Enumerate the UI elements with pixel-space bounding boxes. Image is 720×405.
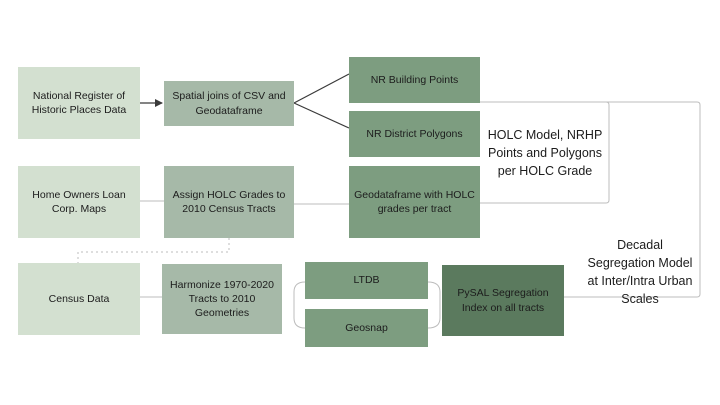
holc-maps-label: Home Owners Loan Corp. Maps xyxy=(32,188,126,215)
harmonize-tracts-label: Harmonize 1970-2020 Tracts to 2010 Geome… xyxy=(170,278,274,320)
spatial-joins-label: Spatial joins of CSV and Geodataframe xyxy=(172,90,286,117)
decadal-model-bracket xyxy=(480,101,701,298)
geosnap-label: Geosnap xyxy=(345,321,388,334)
decadal-model-label: Decadal Segregation Model at Inter/Intra… xyxy=(582,236,698,309)
assign-holc-grades-label: Assign HOLC Grades to 2010 Census Tracts xyxy=(172,188,286,215)
nrhp-data-label: National Register of Historic Places Dat… xyxy=(31,89,127,116)
pysal-segregation-label: PySAL Segregation Index on all tracts xyxy=(457,287,549,314)
nr-building-points-node: NR Building Points xyxy=(349,57,480,103)
geodataframe-holc-node: Geodataframe with HOLC grades per tract xyxy=(349,166,480,238)
holc-model-label: HOLC Model, NRHP Points and Polygons per… xyxy=(487,126,603,180)
holc-maps-node: Home Owners Loan Corp. Maps xyxy=(18,166,140,238)
census-data-node: Census Data xyxy=(18,263,140,335)
brace-harmonize-to-sources xyxy=(293,281,306,329)
holc-model-text: HOLC Model, NRHP Points and Polygons per… xyxy=(487,128,603,179)
ltdb-node: LTDB xyxy=(305,262,428,299)
nr-district-polygons-label: NR District Polygons xyxy=(366,127,463,140)
line-spatial-to-district-polygons xyxy=(293,102,350,129)
pysal-segregation-node: PySAL Segregation Index on all tracts xyxy=(442,265,564,336)
nr-district-polygons-node: NR District Polygons xyxy=(349,111,480,157)
census-data-label: Census Data xyxy=(48,292,110,305)
nrhp-data-node: National Register of Historic Places Dat… xyxy=(18,67,140,139)
spatial-joins-node: Spatial joins of CSV and Geodataframe xyxy=(164,81,294,126)
line-spatial-to-building-points xyxy=(293,73,350,104)
decadal-model-text: Decadal Segregation Model at Inter/Intra… xyxy=(587,238,693,307)
assign-holc-grades-node: Assign HOLC Grades to 2010 Census Tracts xyxy=(164,166,294,238)
harmonize-tracts-node: Harmonize 1970-2020 Tracts to 2010 Geome… xyxy=(162,264,282,334)
geosnap-node: Geosnap xyxy=(305,309,428,347)
brace-sources-to-pysal xyxy=(427,281,441,329)
dotted-assign-to-census xyxy=(77,238,230,263)
nr-building-points-label: NR Building Points xyxy=(370,73,459,86)
ltdb-label: LTDB xyxy=(353,274,380,287)
geodataframe-holc-label: Geodataframe with HOLC grades per tract xyxy=(354,188,475,215)
